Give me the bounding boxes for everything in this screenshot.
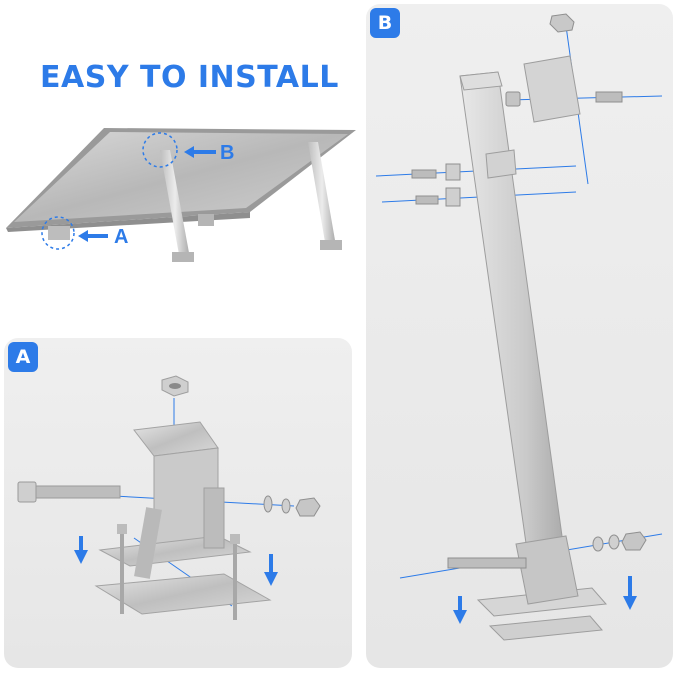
down-arrow-icon	[453, 576, 637, 624]
detail-panel-b: B	[366, 4, 673, 668]
callout-a-label: A	[114, 226, 128, 248]
callout-a: A	[41, 216, 128, 250]
leg-post	[459, 71, 571, 601]
bracket-exploded-illustration	[17, 375, 321, 620]
solar-panel	[6, 128, 356, 232]
solar-panel-overview-illustration: A B	[6, 128, 356, 262]
page-title: EASY TO INSTALL	[40, 60, 339, 95]
long-bolt	[17, 481, 121, 503]
washers-and-nut	[263, 495, 321, 517]
panel-b-badge: B	[370, 8, 400, 38]
top-clamp	[505, 13, 623, 123]
callout-b: B	[142, 132, 234, 168]
down-arrow-icon	[74, 536, 278, 586]
bottom-bracket	[447, 535, 608, 641]
washers-and-nut	[592, 531, 647, 552]
panel-a-badge: A	[8, 342, 38, 372]
detail-panel-a: A	[4, 338, 352, 668]
support-legs	[48, 142, 342, 262]
wood-screws	[117, 507, 240, 620]
top-nut	[161, 375, 189, 397]
l-bracket	[98, 421, 252, 567]
leg-exploded-illustration	[375, 13, 663, 641]
side-bolts	[411, 163, 461, 207]
base-plate	[94, 573, 272, 615]
callout-b-label: B	[220, 142, 234, 164]
